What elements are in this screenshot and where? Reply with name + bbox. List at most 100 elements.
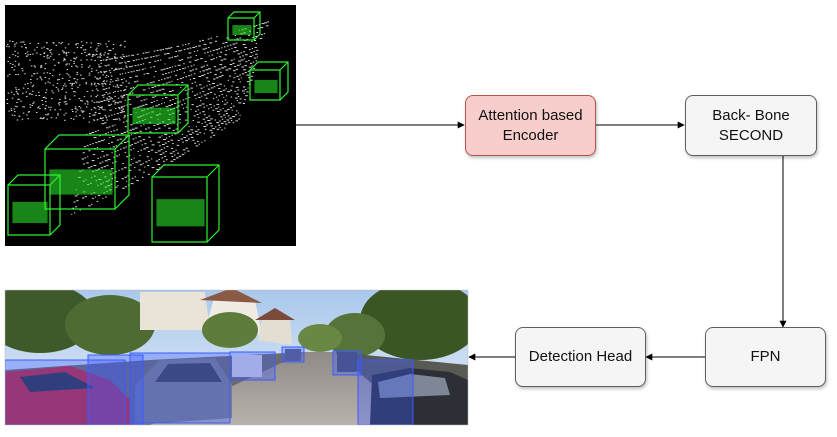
point-cloud-point xyxy=(29,104,31,106)
point-cloud-point xyxy=(94,112,97,114)
point-cloud-point xyxy=(247,81,250,83)
point-cloud-point xyxy=(195,55,197,56)
point-cloud-point xyxy=(49,82,51,84)
point-cloud-point xyxy=(121,97,123,99)
point-cloud-point xyxy=(149,56,152,58)
point-cloud-point xyxy=(99,56,102,58)
point-cloud-point xyxy=(205,97,208,99)
point-cloud-point xyxy=(138,58,140,60)
point-cloud-point xyxy=(103,100,106,102)
point-cloud-point xyxy=(92,54,95,55)
point-cloud-point xyxy=(97,43,100,44)
point-cloud-point xyxy=(76,47,79,49)
point-cloud-point xyxy=(246,74,250,76)
camera-bounding-box xyxy=(357,359,414,425)
point-cloud-point xyxy=(114,151,117,152)
point-cloud-point xyxy=(107,64,110,66)
point-cloud-point xyxy=(187,43,190,45)
point-cloud-point xyxy=(146,83,149,85)
point-cloud-point xyxy=(150,116,153,118)
point-cloud-point xyxy=(248,77,251,79)
point-cloud-point xyxy=(231,103,233,105)
point-cloud-point xyxy=(101,83,104,85)
point-cloud-point xyxy=(162,83,165,85)
point-cloud-point xyxy=(234,73,236,75)
point-cloud-point xyxy=(10,110,13,111)
point-cloud-point xyxy=(210,87,214,89)
point-cloud-point xyxy=(181,104,183,106)
point-cloud-point xyxy=(201,141,203,143)
point-cloud-point xyxy=(65,91,67,93)
point-cloud-point xyxy=(18,89,20,90)
point-cloud-point xyxy=(142,52,145,54)
point-cloud-point xyxy=(185,140,188,142)
point-cloud-point xyxy=(255,36,258,37)
point-cloud-point xyxy=(116,57,119,59)
point-cloud-point xyxy=(15,91,18,93)
point-cloud-point xyxy=(152,56,155,57)
point-cloud-point xyxy=(111,114,113,116)
point-cloud-point xyxy=(106,164,109,166)
point-cloud-point xyxy=(216,77,219,79)
point-cloud-point xyxy=(195,145,199,147)
point-cloud-point xyxy=(235,68,239,70)
point-cloud-point xyxy=(166,53,170,54)
point-cloud-point xyxy=(110,131,112,133)
point-cloud-point xyxy=(166,77,169,79)
point-cloud-point xyxy=(221,75,224,76)
point-cloud-point xyxy=(214,93,216,95)
point-cloud-point xyxy=(44,107,47,109)
point-cloud-point xyxy=(227,108,230,110)
point-cloud-point xyxy=(139,140,142,142)
point-cloud-point xyxy=(125,94,128,96)
point-cloud-point xyxy=(123,121,125,123)
point-cloud-point xyxy=(256,32,259,33)
point-cloud-point xyxy=(125,55,128,57)
point-cloud-point xyxy=(81,64,83,66)
point-cloud-point xyxy=(252,61,255,63)
point-cloud-point xyxy=(196,106,199,108)
point-cloud-point xyxy=(93,107,95,109)
point-cloud-point xyxy=(264,22,267,24)
point-cloud-point xyxy=(108,96,111,97)
point-cloud-point xyxy=(99,135,101,137)
point-cloud-point xyxy=(20,100,22,102)
point-cloud-point xyxy=(121,62,123,64)
point-cloud-point xyxy=(184,111,188,113)
point-cloud-point xyxy=(173,70,175,72)
point-cloud-point xyxy=(198,76,202,77)
point-cloud-point xyxy=(151,158,153,160)
point-cloud-point xyxy=(165,73,167,75)
point-cloud-point xyxy=(40,66,43,68)
point-cloud-point xyxy=(229,75,231,77)
point-cloud-point xyxy=(87,156,89,158)
point-cloud-point xyxy=(156,123,160,125)
point-cloud-point xyxy=(140,149,143,151)
point-cloud-point xyxy=(93,101,96,103)
point-cloud-point xyxy=(135,112,137,114)
point-cloud-point xyxy=(192,46,196,48)
point-cloud-point xyxy=(96,77,98,79)
point-cloud-point xyxy=(155,160,159,162)
point-cloud-point xyxy=(119,138,122,140)
point-cloud-point xyxy=(133,157,135,159)
point-cloud-point xyxy=(92,119,95,121)
point-cloud-point xyxy=(110,75,113,77)
point-cloud-point xyxy=(108,98,112,100)
point-cloud-point xyxy=(140,100,143,102)
point-cloud-point xyxy=(195,46,197,48)
point-cloud-point xyxy=(125,80,128,82)
point-cloud-point xyxy=(105,154,109,156)
point-cloud-point xyxy=(172,107,175,109)
point-cloud-point xyxy=(235,120,238,122)
point-cloud-point xyxy=(93,192,96,194)
point-cloud-point xyxy=(115,60,117,62)
point-cloud-point xyxy=(42,97,45,98)
point-cloud-point xyxy=(216,103,220,105)
point-cloud-point xyxy=(199,92,201,94)
point-cloud-point xyxy=(124,61,126,63)
point-cloud-point xyxy=(215,69,219,71)
point-cloud-point xyxy=(118,79,120,81)
point-cloud-point xyxy=(53,42,55,44)
point-cloud-point xyxy=(95,180,97,182)
